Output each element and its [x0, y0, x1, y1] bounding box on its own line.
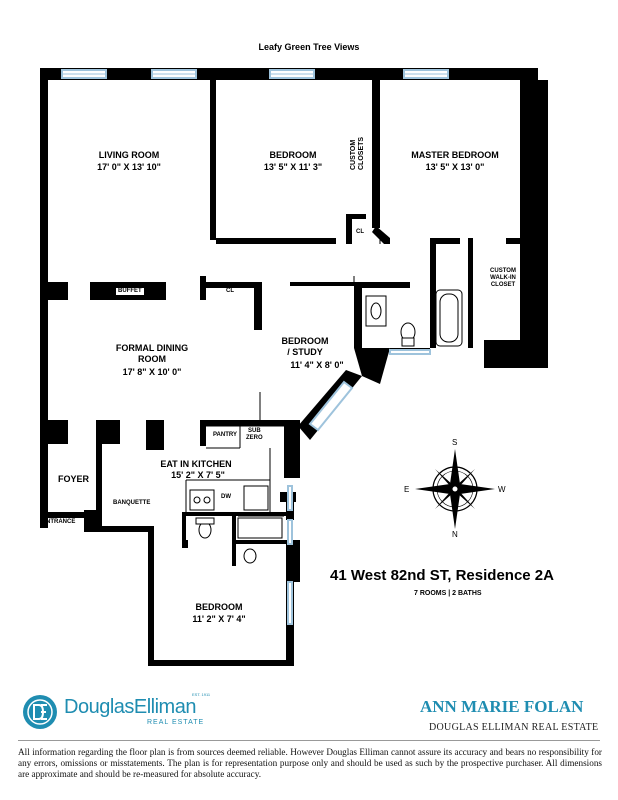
bath-fixtures — [189, 289, 463, 564]
subzero-line1: SUB — [248, 428, 261, 434]
de-monogram-icon — [23, 695, 57, 729]
interior-lines — [41, 238, 381, 517]
brand-est: EST. 1911 — [192, 692, 211, 697]
views-label: Leafy Green Tree Views — [258, 42, 360, 52]
closet-label-buffet: CL — [99, 288, 107, 294]
agent-firm: DOUGLAS ELLIMAN REAL ESTATE — [429, 722, 599, 733]
bedroom-2-name: BEDROOM — [195, 602, 243, 612]
custom-closets-line2: CLOSETS — [357, 136, 365, 170]
custom-closets-line1: CUSTOM — [350, 139, 357, 170]
compass-w: W — [498, 485, 506, 494]
walk-in-closet-label: CUSTOM WALK-IN CLOSET — [480, 268, 526, 290]
dining-room-line2: ROOM — [138, 353, 166, 364]
walk-in-line2: WALK-IN — [490, 275, 516, 282]
master-bedroom-name: MASTER BEDROOM — [411, 150, 499, 160]
walk-in-line1: CUSTOM — [490, 268, 516, 274]
compass-s: S — [452, 438, 458, 447]
listing-address: 41 West 82nd ST, Residence 2A — [330, 567, 554, 584]
closet-label-foyer: CL — [50, 430, 58, 436]
bedroom-name: BEDROOM — [269, 150, 317, 160]
brand-name: DouglasElliman — [64, 696, 196, 718]
subzero-line2: ZERO — [246, 435, 263, 442]
closet-label-bedroom: CL — [356, 229, 364, 235]
pantry-label: PANTRY — [213, 432, 237, 438]
compass-rose — [415, 449, 495, 529]
dining-room-dims: 17' 8" X 10' 0" — [122, 367, 182, 377]
buffet-label: BUFFET — [116, 288, 144, 296]
bedroom-study-line1: BEDROOM — [281, 336, 329, 346]
living-room-name: LIVING ROOM — [98, 150, 160, 160]
custom-closets-label: CUSTOM CLOSETS — [350, 137, 365, 170]
closet-label-left: CL — [48, 288, 56, 294]
walk-in-line3: CLOSET — [490, 282, 516, 289]
floor-plan — [40, 68, 548, 666]
foyer-name: FOYER — [58, 474, 90, 484]
bedroom-study-dims: 11' 4" X 8' 0" — [290, 360, 344, 370]
dining-room-line1: FORMAL DINING — [115, 343, 189, 353]
dining-room-name: FORMAL DINING ROOM — [100, 343, 204, 365]
brand-subtitle: REAL ESTATE — [147, 719, 205, 726]
douglas-elliman-logo: DouglasElliman REAL ESTATE EST. 1911 — [22, 692, 222, 732]
kitchen-dims: 15' 2" X 7' 5" — [171, 470, 225, 480]
bedroom-dims: 13' 5" X 11' 3" — [263, 162, 323, 172]
entrance-label: ENTRANCE — [42, 519, 76, 525]
subzero-label: SUB ZERO — [246, 428, 263, 442]
bedroom-study-name: BEDROOM / STUDY — [270, 336, 340, 358]
closet-label-hall: CL — [106, 430, 114, 436]
disclaimer-text: All information regarding the floor plan… — [18, 747, 602, 779]
agent-name: ANN MARIE FOLAN — [420, 697, 584, 716]
banquette-label: BANQUETTE — [113, 500, 151, 506]
kitchen-name: EAT IN KITCHEN — [160, 459, 232, 469]
bedroom-study-line2: / STUDY — [287, 346, 323, 357]
dishwasher-label: DW — [221, 494, 231, 500]
footer-divider — [18, 740, 600, 741]
compass-n: N — [452, 530, 458, 539]
bedroom-2-dims: 11' 2" X 7' 4" — [192, 614, 246, 624]
closet-label-dining: CL — [226, 288, 234, 294]
living-room-dims: 17' 0" X 13' 10" — [97, 162, 161, 172]
master-bedroom-dims: 13' 5" X 13' 0" — [425, 162, 485, 172]
compass-e: E — [404, 485, 410, 494]
listing-summary: 7 ROOMS | 2 BATHS — [414, 590, 482, 597]
